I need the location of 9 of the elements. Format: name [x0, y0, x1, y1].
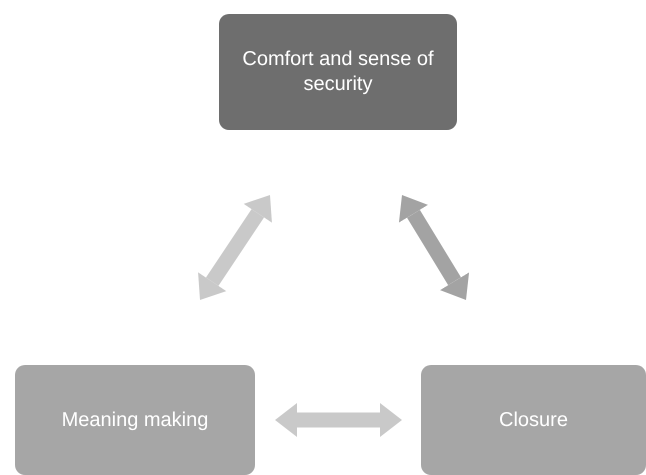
- process-box: [219, 14, 457, 130]
- process-box: [421, 365, 646, 475]
- double-arrow: [198, 195, 272, 300]
- box-label: Closure: [499, 408, 568, 432]
- box-label: Comfort and sense of security: [241, 47, 435, 97]
- process-box: [15, 365, 255, 475]
- double-arrow: [275, 403, 402, 437]
- box-label: Meaning making: [62, 408, 208, 432]
- double-arrow: [398, 195, 470, 300]
